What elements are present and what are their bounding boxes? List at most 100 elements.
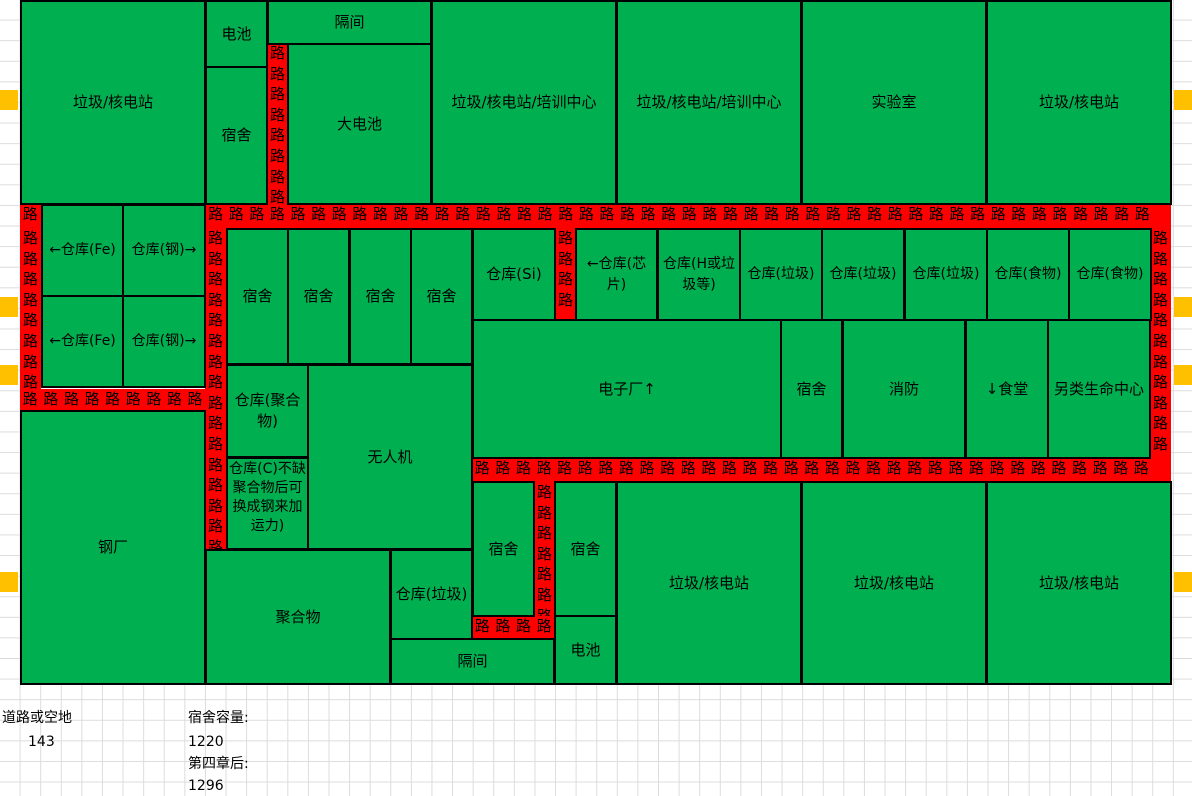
road-tile: 路 bbox=[517, 205, 533, 223]
building-b17[interactable]: 宿舍 bbox=[410, 228, 473, 365]
road-tile: 路 bbox=[990, 205, 1006, 223]
building-b27[interactable]: 仓库(C)不缺聚合物后可换成钢来加运力) bbox=[226, 457, 309, 550]
road-tile: 路 bbox=[269, 44, 285, 62]
building-b6[interactable]: 垃圾/核电站/培训中心 bbox=[431, 0, 617, 205]
building-b23[interactable]: 仓库(垃圾) bbox=[904, 228, 988, 321]
road-tile: 路 bbox=[1073, 205, 1089, 223]
road-tile: 路 bbox=[22, 205, 38, 223]
road-tile: 路 bbox=[474, 617, 490, 635]
building-b4[interactable]: 隔间 bbox=[267, 0, 432, 45]
road-tile: 路 bbox=[22, 390, 38, 408]
building-b11[interactable]: 仓库(钢)→ bbox=[122, 204, 206, 297]
building-b32[interactable]: ↓食堂 bbox=[965, 319, 1049, 459]
building-b18[interactable]: 仓库(Si) bbox=[472, 228, 556, 321]
building-b20[interactable]: 仓库(H或垃圾等) bbox=[657, 228, 741, 321]
road-tile: 路 bbox=[1113, 459, 1129, 477]
building-b15[interactable]: 宿舍 bbox=[287, 228, 350, 365]
building-b42[interactable]: 隔间 bbox=[390, 638, 555, 685]
road-tile: 路 bbox=[1152, 393, 1168, 412]
building-b41[interactable]: 仓库(垃圾) bbox=[390, 549, 473, 640]
road-tile: 路 bbox=[763, 459, 779, 477]
building-b29[interactable]: 电子厂↑ bbox=[472, 319, 782, 459]
road-tile: 路 bbox=[207, 229, 223, 247]
road-tile: 路 bbox=[825, 205, 841, 223]
building-b43[interactable]: 电池 bbox=[554, 615, 617, 685]
building-b9[interactable]: 垃圾/核电站 bbox=[986, 0, 1172, 205]
building-b13[interactable]: 仓库(钢)→ bbox=[122, 295, 206, 388]
building-b16[interactable]: 宿舍 bbox=[349, 228, 412, 365]
road-tile: 路 bbox=[927, 459, 943, 477]
road-tile: 路 bbox=[22, 290, 38, 309]
road-tile: 路 bbox=[887, 205, 903, 223]
building-b30[interactable]: 宿舍 bbox=[780, 319, 843, 459]
building-b39[interactable]: 垃圾/核电站 bbox=[986, 481, 1172, 685]
road-tile: 路 bbox=[702, 205, 718, 223]
building-b24[interactable]: 仓库(食物) bbox=[986, 228, 1070, 321]
building-b34[interactable]: 钢厂 bbox=[20, 410, 206, 685]
building-b36[interactable]: 宿舍 bbox=[554, 481, 617, 617]
building-b31[interactable]: 消防 bbox=[842, 319, 966, 459]
road-tile: 路 bbox=[207, 496, 223, 515]
building-b14[interactable]: 宿舍 bbox=[226, 228, 289, 365]
road-tile: 路 bbox=[496, 205, 512, 223]
building-b10[interactable]: ←仓库(Fe) bbox=[41, 204, 124, 297]
road-tile: 路 bbox=[536, 565, 552, 584]
road-tile: 路 bbox=[84, 390, 100, 408]
building-b21[interactable]: 仓库(垃圾) bbox=[739, 228, 823, 321]
road-tile: 路 bbox=[680, 459, 696, 477]
road-tile: 路 bbox=[207, 414, 223, 433]
road-tile: 路 bbox=[269, 205, 285, 223]
road-tile: 路 bbox=[311, 205, 327, 223]
road-tile: 路 bbox=[536, 617, 552, 635]
road-tile: 路 bbox=[784, 205, 800, 223]
road-tile: 路 bbox=[207, 393, 223, 412]
building-b37[interactable]: 垃圾/核电站 bbox=[616, 481, 802, 685]
road-tile: 路 bbox=[207, 249, 223, 268]
building-b38[interactable]: 垃圾/核电站 bbox=[801, 481, 987, 685]
road-tile: 路 bbox=[557, 290, 573, 309]
building-b1[interactable]: 垃圾/核电站 bbox=[20, 0, 206, 205]
building-b3[interactable]: 宿舍 bbox=[205, 66, 268, 205]
road-tile: 路 bbox=[536, 503, 552, 522]
road-tile: 路 bbox=[1152, 249, 1168, 268]
road-tile: 路 bbox=[207, 517, 223, 536]
road-tile: 路 bbox=[393, 205, 409, 223]
road-tile: 路 bbox=[207, 270, 223, 289]
road-tile: 路 bbox=[207, 290, 223, 309]
building-b35[interactable]: 宿舍 bbox=[472, 481, 535, 617]
building-b40[interactable]: 聚合物 bbox=[205, 549, 391, 685]
road-tile: 路 bbox=[661, 205, 677, 223]
building-b2[interactable]: 电池 bbox=[205, 0, 268, 68]
road-tile: 路 bbox=[22, 352, 38, 371]
building-b19[interactable]: ←仓库(芯片) bbox=[575, 228, 658, 321]
road-tile: 路 bbox=[1133, 459, 1149, 477]
road-tile: 路 bbox=[249, 205, 265, 223]
road-tile: 路 bbox=[1152, 352, 1168, 371]
building-b22[interactable]: 仓库(垃圾) bbox=[821, 228, 905, 321]
road-tile: 路 bbox=[187, 390, 203, 408]
building-b7[interactable]: 垃圾/核电站/培训中心 bbox=[616, 0, 802, 205]
dorm-capacity-label: 宿舍容量: bbox=[188, 710, 249, 726]
building-b5[interactable]: 大电池 bbox=[287, 43, 432, 205]
road-tile: 路 bbox=[207, 537, 223, 549]
chapter4-value: 1296 bbox=[188, 778, 224, 794]
road-tile: 路 bbox=[207, 373, 223, 392]
road-tile: 路 bbox=[269, 105, 285, 124]
road-tile: 路 bbox=[20, 225, 41, 228]
road-tile: 路 bbox=[474, 459, 490, 477]
building-b33[interactable]: 另类生命中心 bbox=[1047, 319, 1151, 459]
building-b26[interactable]: 仓库(聚合物) bbox=[226, 364, 309, 458]
road-tile: 路 bbox=[43, 390, 59, 408]
building-b25[interactable]: 仓库(食物) bbox=[1068, 228, 1152, 321]
road-tile: 路 bbox=[537, 205, 553, 223]
road-tile: 路 bbox=[1152, 229, 1168, 247]
building-b12[interactable]: ←仓库(Fe) bbox=[41, 295, 124, 388]
building-b8[interactable]: 实验室 bbox=[801, 0, 987, 205]
road-tile: 路 bbox=[207, 455, 223, 474]
road-tile: 路 bbox=[207, 476, 223, 495]
road-tile: 路 bbox=[1152, 414, 1168, 433]
building-b28[interactable]: 无人机 bbox=[307, 364, 473, 550]
